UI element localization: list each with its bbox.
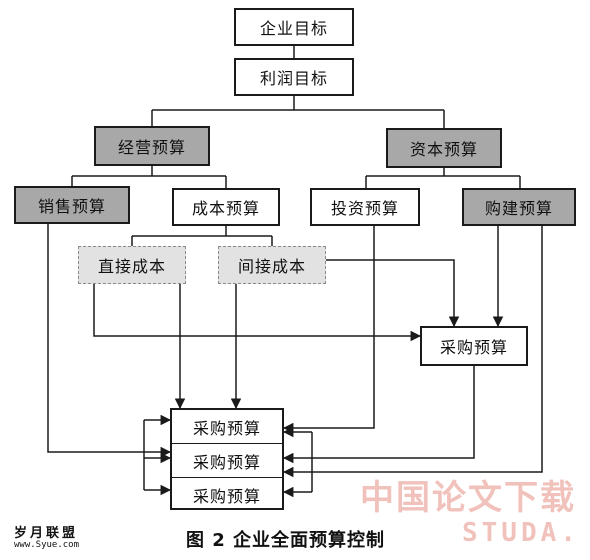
node-capital-budget: 资本预算 [386, 128, 502, 168]
node-enterprise-goal: 企业目标 [234, 8, 354, 46]
node-investment-budget: 投资预算 [310, 188, 420, 226]
node-profit-goal: 利润目标 [234, 58, 354, 96]
conn-direct-to-right-purchase [93, 284, 422, 342]
purchase-budget-row-2: 采购预算 [172, 444, 282, 478]
purchase-budget-row-1: 采购预算 [172, 410, 282, 444]
node-indirect-cost: 间接成本 [218, 246, 326, 284]
node-purchase-budget-right: 采购预算 [420, 326, 528, 366]
conn-right-purchase-to-stack [282, 366, 475, 464]
watermark-english: STUDA. [462, 518, 580, 548]
conn-construction-to-stack [282, 226, 543, 478]
conn-indirect-to-right-purchase [326, 259, 460, 328]
purchase-budget-row-3: 采购预算 [192, 486, 261, 506]
conn-investment-to-stack [282, 226, 375, 434]
site-logo-url: www.Syue.com [14, 540, 80, 550]
watermark-chinese: 中国论文下载 [360, 478, 576, 518]
node-sales-budget: 销售预算 [14, 186, 130, 224]
figure-caption: 图 2 企业全面预算控制 [186, 530, 386, 551]
site-logo-text: 岁月联盟 [14, 526, 79, 541]
node-cost-budget: 成本预算 [172, 188, 280, 226]
purchase-budget-stack: 采购预算 采购预算 采购预算 [170, 408, 284, 510]
node-construction-budget: 购建预算 [462, 188, 576, 226]
node-direct-cost: 直接成本 [78, 246, 186, 284]
node-operating-budget: 经营预算 [94, 126, 210, 166]
conn-sales-to-stack [47, 224, 172, 458]
